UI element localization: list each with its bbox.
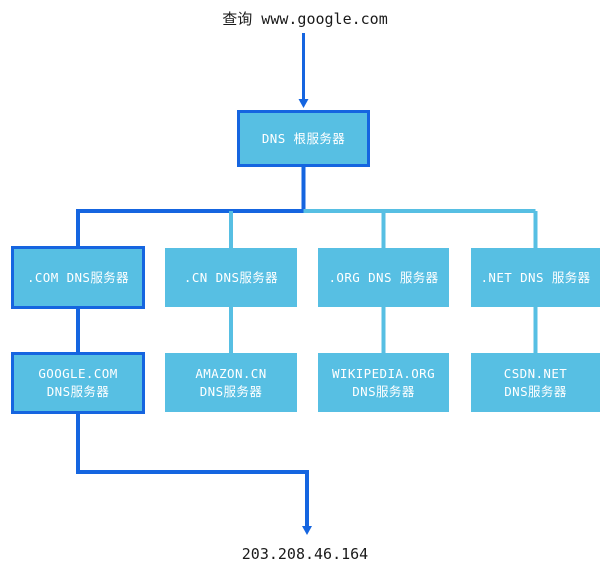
node-label: .COM DNS服务器	[26, 269, 130, 285]
authoritative-node-csdn-net[interactable]: CSDN.NET DNS服务器	[471, 353, 600, 412]
authoritative-node-google-com[interactable]: GOOGLE.COM DNS服务器	[11, 352, 145, 414]
node-label-line2: DNS服务器	[199, 383, 263, 399]
node-label-line1: CSDN.NET	[503, 365, 568, 381]
authoritative-node-amazon-cn[interactable]: AMAZON.CN DNS服务器	[165, 353, 297, 412]
dns-root-server-node[interactable]: DNS 根服务器	[237, 110, 370, 167]
tld-node-net[interactable]: .NET DNS 服务器	[471, 248, 600, 307]
node-label: DNS 根服务器	[261, 130, 346, 146]
node-label: .ORG DNS 服务器	[328, 269, 439, 285]
tld-node-com[interactable]: .COM DNS服务器	[11, 246, 145, 309]
node-label-line1: WIKIPEDIA.ORG	[331, 365, 436, 381]
tld-node-org[interactable]: .ORG DNS 服务器	[318, 248, 449, 307]
node-label-line2: DNS服务器	[352, 383, 415, 399]
answer-return-path	[76, 414, 312, 535]
node-label-line2: DNS服务器	[46, 384, 110, 399]
node-label: .NET DNS 服务器	[480, 269, 591, 285]
node-label-line2: DNS服务器	[504, 383, 567, 399]
tld-node-cn[interactable]: .CN DNS服务器	[165, 248, 297, 307]
node-label-line1: AMAZON.CN	[195, 365, 267, 381]
resolved-ip-caption: 203.208.46.164	[241, 545, 369, 563]
node-label-line1: GOOGLE.COM	[38, 366, 118, 381]
authoritative-node-wikipedia-org[interactable]: WIKIPEDIA.ORG DNS服务器	[318, 353, 449, 412]
query-caption: 查询 www.google.com	[222, 10, 388, 28]
node-label: .CN DNS服务器	[183, 269, 279, 285]
